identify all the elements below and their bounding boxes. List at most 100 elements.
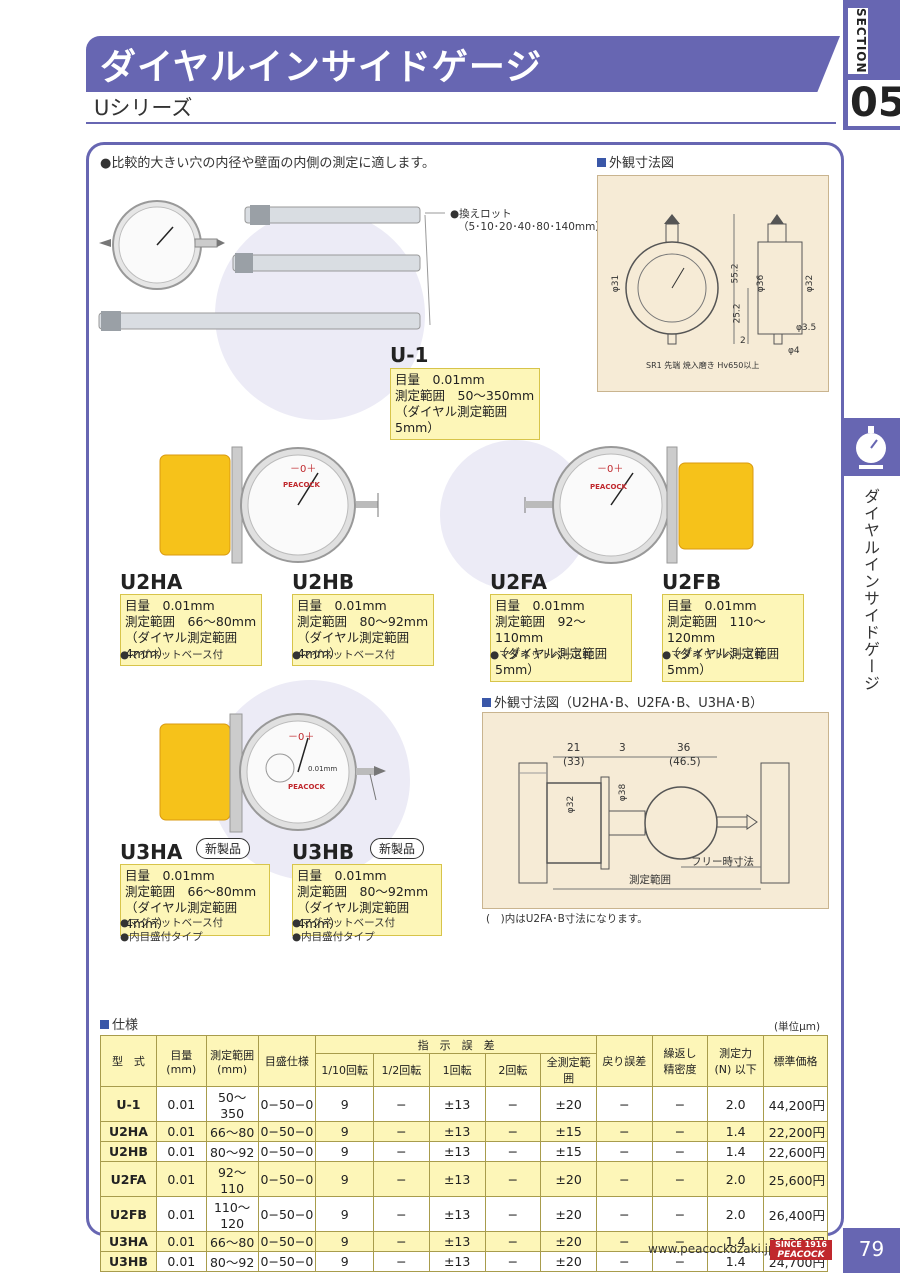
table-cell: − [595, 1251, 653, 1272]
dim-label: 21 [567, 742, 581, 754]
note-u2fa: ●マグネットベース付 [490, 649, 594, 661]
table-cell: ±15 [540, 1141, 597, 1162]
table-cell: − [484, 1141, 542, 1162]
dim-label: 3 [619, 742, 626, 754]
note-u2ha: ●マグネットベース付 [120, 649, 224, 661]
spec-line: （ダイヤル測定範囲4mm） [297, 900, 410, 931]
footer-url[interactable]: www.peacockozaki.jp [648, 1242, 776, 1256]
dim-label: φ32 [566, 795, 577, 814]
square-bullet-icon [597, 158, 606, 167]
spec-line: 測定範囲 66～80mm [125, 614, 257, 629]
dim-label: (46.5) [669, 756, 701, 768]
table-cell: 26,400円 [763, 1196, 828, 1232]
spec-box-u2hb: 目量 0.01mm 測定範囲 80～92mm （ダイヤル測定範囲4mm） [292, 594, 434, 666]
dial-gauge-icon [856, 426, 886, 469]
spec-line: 測定範囲 80～92mm [297, 884, 429, 899]
th-force: 測定力 (N) 以下 [707, 1035, 765, 1087]
spec-line: 目量 0.01mm [395, 372, 485, 387]
table-cell: − [484, 1161, 542, 1197]
table-cell: − [651, 1141, 709, 1162]
table-cell: 1.4 [707, 1251, 765, 1272]
spec-box-u3hb: 目量 0.01mm 測定範囲 80～92mm （ダイヤル測定範囲4mm） [292, 864, 442, 936]
dial-brand: PEACOCK [590, 483, 627, 491]
page-title: ダイヤルインサイドゲージ [100, 47, 543, 88]
table-cell: − [595, 1161, 653, 1197]
table-cell: 66～80 [205, 1121, 259, 1142]
section-number: 05 [848, 80, 900, 126]
spec-box-u2fa: 目量 0.01mm 測定範囲 92～110mm （ダイヤル測定範囲5mm） [490, 594, 632, 682]
spec-line: 目量 0.01mm [125, 868, 215, 883]
model-u3hb: U3HB [292, 840, 355, 864]
table-cell: 0−50−0 [257, 1251, 317, 1272]
dim-label: (33) [563, 756, 585, 768]
dim-label: φ38 [618, 783, 629, 802]
table-cell: − [595, 1141, 653, 1162]
table-cell: 0.01 [155, 1141, 207, 1162]
drawing1-box: φ31 55.2 25.2 2 φ36 φ32 φ3.5 φ4 SR1 先端 焼… [597, 175, 829, 392]
table-cell: 80～92 [205, 1251, 259, 1272]
table-cell: − [595, 1121, 653, 1142]
table-cell: 44,200円 [763, 1086, 828, 1122]
u2f-gauge-illustration [524, 446, 754, 564]
spec-line: （ダイヤル測定範囲5mm） [395, 404, 508, 435]
spec-line: 測定範囲 50～350mm [395, 388, 535, 403]
table-cell: − [484, 1121, 542, 1142]
table-cell: 0−50−0 [257, 1196, 317, 1232]
drawing2-heading-text: 外観寸法図（U2HA･B、U2FA･B、U3HA･B） [494, 696, 764, 711]
th-range: 測定範囲 (mm) [205, 1035, 259, 1087]
spec-box-u1: 目量 0.01mm 測定範囲 50～350mm （ダイヤル測定範囲5mm） [390, 368, 540, 440]
table-cell: ±13 [428, 1121, 486, 1142]
table-cell: − [651, 1086, 709, 1122]
th-repeatability: 繰返し 精密度 [651, 1035, 709, 1087]
section-label: SECTION [848, 8, 868, 74]
table-cell: 25,600円 [763, 1161, 828, 1197]
table-cell: ±13 [428, 1086, 486, 1122]
table-cell: 1.4 [707, 1231, 765, 1252]
th-model: 型 式 [100, 1035, 157, 1087]
model-u2fa: U2FA [490, 570, 548, 594]
table-cell: 0.01 [155, 1251, 207, 1272]
drawing2-sketch [518, 756, 790, 890]
table-cell: 2.0 [707, 1086, 765, 1122]
square-bullet-icon [100, 1020, 109, 1029]
table-cell: − [373, 1141, 430, 1162]
rod-note-2: （5･10･20･40･80･140mm） [458, 221, 606, 233]
table-cell: − [484, 1251, 542, 1272]
dial-sign: －0＋ [288, 732, 315, 743]
spec-line: 目量 0.01mm [667, 598, 757, 613]
subtitle-underline [86, 92, 836, 124]
new-product-badge: 新製品 [370, 838, 425, 859]
intro-text: ●比較的大きい穴の内径や壁面の内側の測定に適します。 [100, 156, 436, 171]
table-cell: ±15 [540, 1121, 597, 1142]
table-cell: 9 [315, 1161, 375, 1197]
table-cell: − [595, 1196, 653, 1232]
note-u3hb-2: ●内目盛付タイプ [292, 931, 375, 943]
table-cell: − [595, 1086, 653, 1122]
dim-label: 36 [677, 742, 691, 754]
th-half-rev: 1/2回転 [373, 1053, 430, 1087]
cell-model: U2FB [100, 1196, 157, 1232]
th-scale: 目盛仕様 [257, 1035, 317, 1087]
table-cell: 0−50−0 [257, 1121, 317, 1142]
cell-model: U3HB [100, 1251, 157, 1272]
table-cell: ±13 [428, 1196, 486, 1232]
spec-line: （ダイヤル測定範囲4mm） [297, 630, 410, 661]
side-category-tab [843, 418, 900, 476]
table-cell: 2.0 [707, 1161, 765, 1197]
cell-model: U-1 [100, 1086, 157, 1122]
table-cell: 0−50−0 [257, 1141, 317, 1162]
dim-label: φ3.5 [796, 323, 817, 333]
table-cell: 0.01 [155, 1086, 207, 1122]
spec-table: 型 式 目量 (mm) 測定範囲 (mm) 目盛仕様 指 示 誤 差 戻り誤差 … [100, 1035, 828, 1272]
spec-box-u2ha: 目量 0.01mm 測定範囲 66～80mm （ダイヤル測定範囲4mm） [120, 594, 262, 666]
page-number: 79 [843, 1228, 900, 1273]
table-cell: ±13 [428, 1231, 486, 1252]
table-cell: 1.4 [707, 1141, 765, 1162]
table-cell: 9 [315, 1196, 375, 1232]
drawing1-sketch [625, 214, 803, 345]
cell-model: U2HA [100, 1121, 157, 1142]
dim-label: φ31 [611, 274, 622, 293]
